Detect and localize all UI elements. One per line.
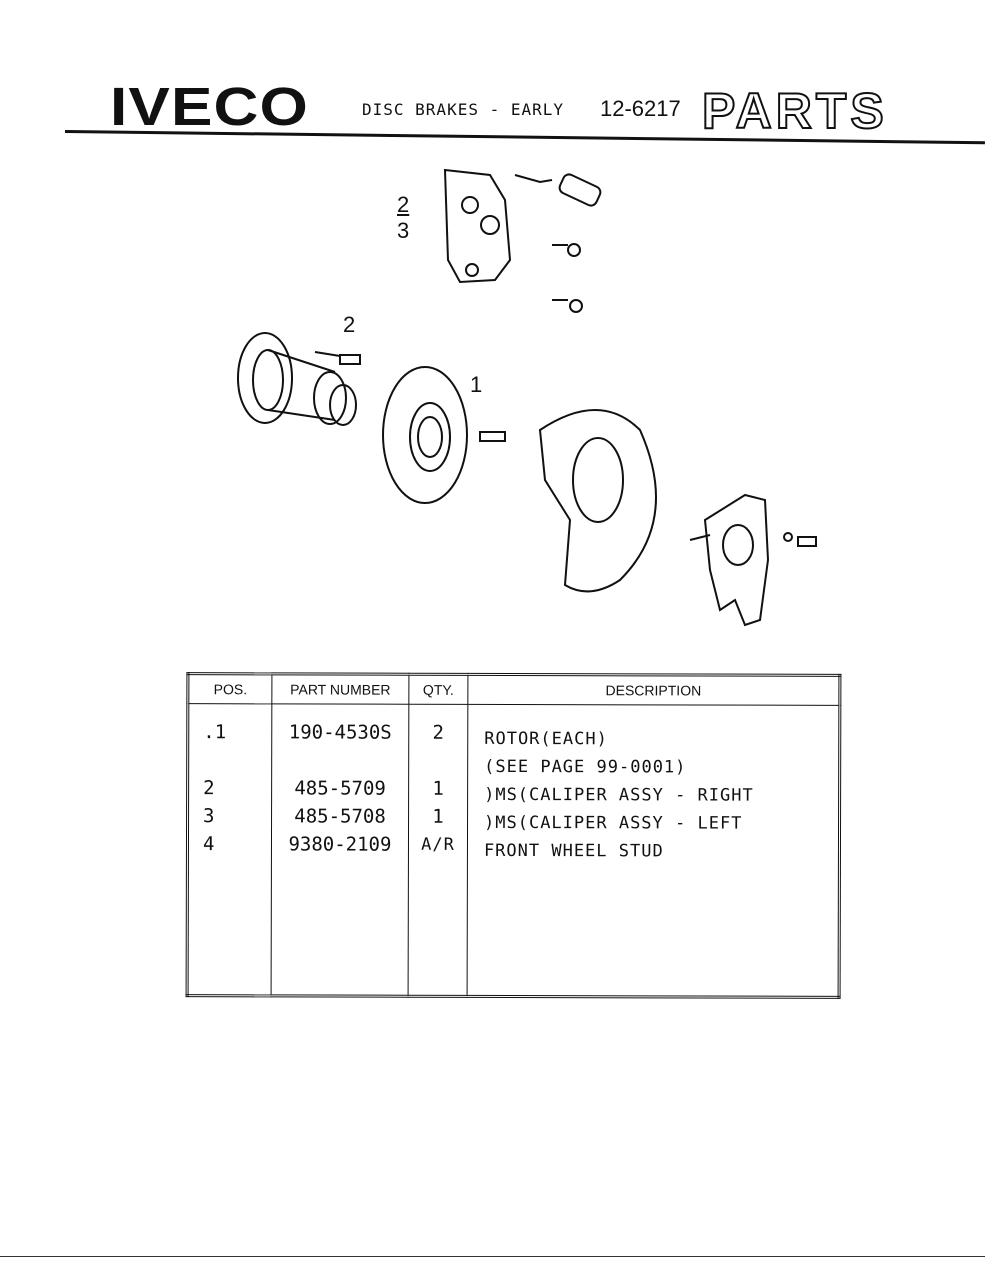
description: )MS(CALIPER ASSY - RIGHT: [484, 784, 754, 806]
parts-table: POS. PART NUMBER QTY. DESCRIPTION .1 2 3…: [185, 672, 842, 999]
col-qty: QTY.: [408, 674, 468, 705]
page-number: 12-6217: [600, 96, 681, 121]
caliper-drawing: [443, 168, 602, 313]
callout-2: 2: [397, 192, 410, 217]
pos: 2: [203, 777, 215, 800]
qty: A/R: [421, 834, 455, 855]
knuckle-drawing: [689, 493, 817, 627]
col-pos: POS.: [187, 673, 272, 704]
part-number: 485-5708: [294, 805, 386, 828]
pos: .1: [203, 721, 227, 744]
callout-3: 3: [397, 218, 410, 243]
qty: 1: [432, 777, 444, 800]
bottom-rule: [0, 1256, 985, 1257]
pos-cell: .1 2 3 4: [187, 703, 272, 996]
dust-shield-drawing: [538, 409, 657, 593]
col-part-number: PART NUMBER: [271, 673, 409, 705]
rotor-drawing: [382, 366, 506, 504]
iveco-logo: IVECO: [110, 77, 310, 137]
description: ROTOR(EACH): [484, 728, 608, 750]
qty-cell: 2 1 1 A/R: [408, 704, 468, 997]
col-description: DESCRIPTION: [467, 674, 840, 706]
part-number: 9380-2109: [288, 833, 392, 856]
qty: 2: [432, 721, 445, 744]
pos: 4: [202, 833, 215, 856]
hub-drawing: [237, 332, 361, 426]
part-number: 190-4530S: [288, 721, 392, 744]
exploded-diagram: [237, 168, 817, 627]
callout-2-hub: 2: [343, 312, 356, 337]
description: )MS(CALIPER ASSY - LEFT: [484, 812, 743, 834]
description-cell: ROTOR(EACH) (SEE PAGE 99-0001) )MS(CALIP…: [467, 704, 840, 998]
description: FRONT WHEEL STUD: [483, 840, 664, 862]
callout-1: 1: [470, 372, 483, 397]
page-title: DISC BRAKES - EARLY: [362, 100, 565, 119]
parts-logo: PARTS: [701, 82, 888, 140]
pos: 3: [203, 805, 215, 828]
qty: 1: [432, 805, 444, 828]
part-number: 485-5709: [294, 777, 386, 800]
description: (SEE PAGE 99-0001): [484, 756, 687, 778]
part-cell: 190-4530S 485-5709 485-5708 9380-2109: [271, 703, 409, 997]
